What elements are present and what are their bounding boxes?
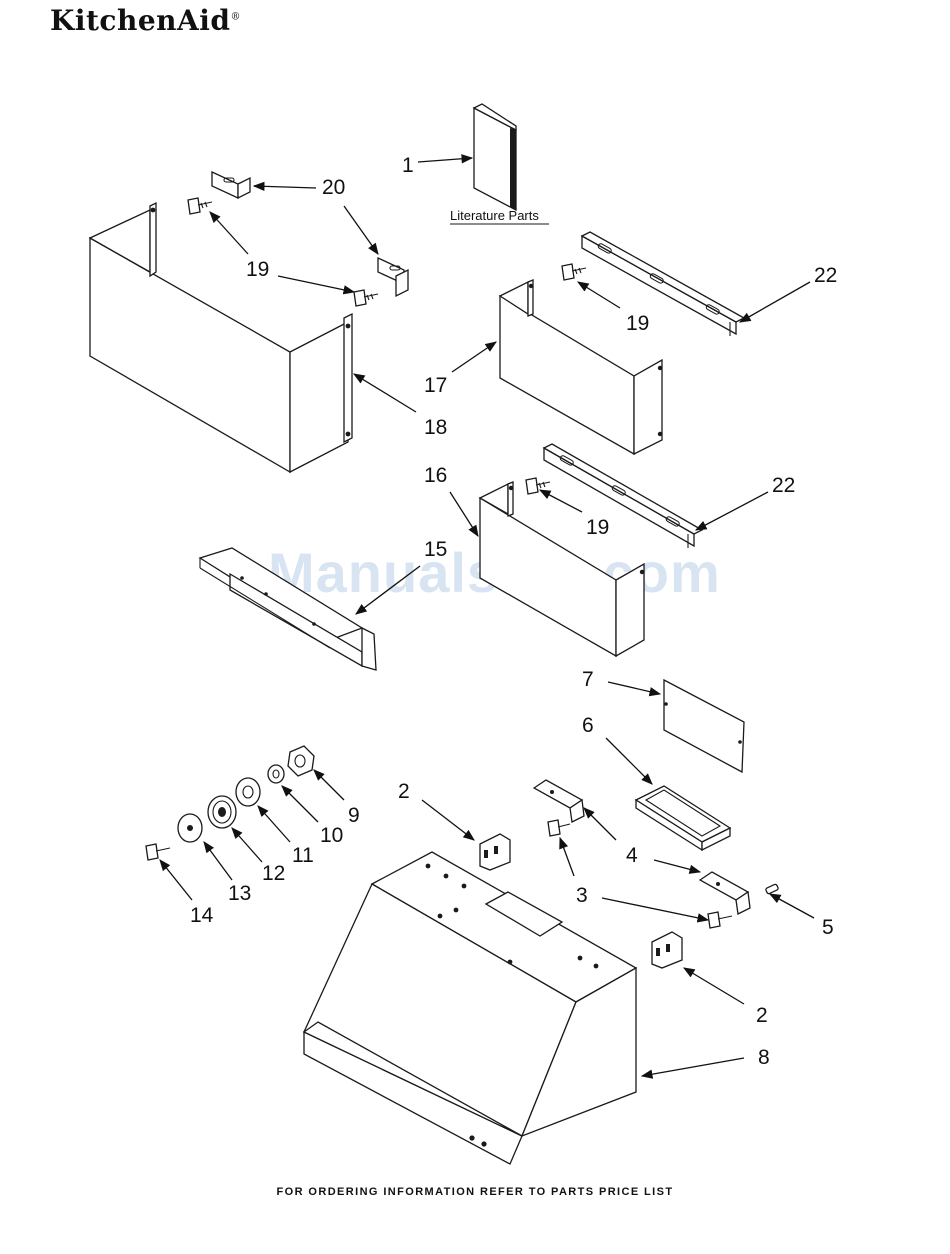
duct-cover-upper xyxy=(500,280,662,454)
literature-parts-label: Literature Parts xyxy=(450,208,539,223)
spacer-ring xyxy=(236,778,260,806)
callout-11: 11 xyxy=(292,844,314,867)
washer-small xyxy=(268,765,284,783)
screw-19-top-left xyxy=(188,198,212,214)
pulley xyxy=(208,796,236,828)
bracket-top-left xyxy=(212,172,250,198)
callout-18: 18 xyxy=(424,416,447,439)
hinge-bracket-upper xyxy=(534,780,584,822)
pin xyxy=(765,884,778,895)
callout-19-right-upper: 19 xyxy=(626,312,649,335)
mounting-rail-lower xyxy=(544,444,702,548)
washer-large xyxy=(178,814,202,842)
clip-lower xyxy=(652,932,682,968)
callout-2-upper: 2 xyxy=(398,780,410,803)
callout-7: 7 xyxy=(582,668,594,691)
duct-cover-lower xyxy=(480,482,644,656)
screw-19-mid xyxy=(354,290,378,306)
clip-upper xyxy=(480,834,510,870)
literature-booklet xyxy=(474,104,516,210)
callout-8: 8 xyxy=(758,1046,770,1069)
callout-17: 17 xyxy=(424,374,447,397)
bracket-mid xyxy=(378,258,408,296)
callout-22-lower: 22 xyxy=(772,474,795,497)
screw-3-lower xyxy=(708,912,732,928)
screw-14 xyxy=(146,844,170,860)
callout-19-left: 19 xyxy=(246,258,269,281)
callout-6: 6 xyxy=(582,714,594,737)
mounting-rail-upper xyxy=(582,232,744,336)
hinge-bracket-lower xyxy=(700,872,750,914)
callout-13: 13 xyxy=(228,882,251,905)
callout-22-upper: 22 xyxy=(814,264,837,287)
callout-19-right-lower: 19 xyxy=(586,516,609,539)
callout-15: 15 xyxy=(424,538,447,561)
callout-10: 10 xyxy=(320,824,343,847)
callout-3: 3 xyxy=(576,884,588,907)
callout-12: 12 xyxy=(262,862,285,885)
screw-3-upper xyxy=(548,820,570,836)
screw-19-right-upper xyxy=(562,264,586,280)
nut xyxy=(288,746,314,776)
callout-20: 20 xyxy=(322,176,345,199)
filter-plate xyxy=(664,680,744,772)
callout-16: 16 xyxy=(424,464,447,487)
callout-1: 1 xyxy=(402,154,414,177)
light-housing xyxy=(636,786,730,850)
duct-cover-large xyxy=(90,203,352,472)
callout-5: 5 xyxy=(822,916,834,939)
callout-14: 14 xyxy=(190,904,214,927)
channel-bracket xyxy=(200,548,376,670)
callout-2-lower: 2 xyxy=(756,1004,768,1027)
screw-19-right-lower xyxy=(526,478,550,494)
ordering-footer: FOR ORDERING INFORMATION REFER TO PARTS … xyxy=(0,1186,950,1198)
callout-9: 9 xyxy=(348,804,360,827)
callout-4: 4 xyxy=(626,844,638,867)
